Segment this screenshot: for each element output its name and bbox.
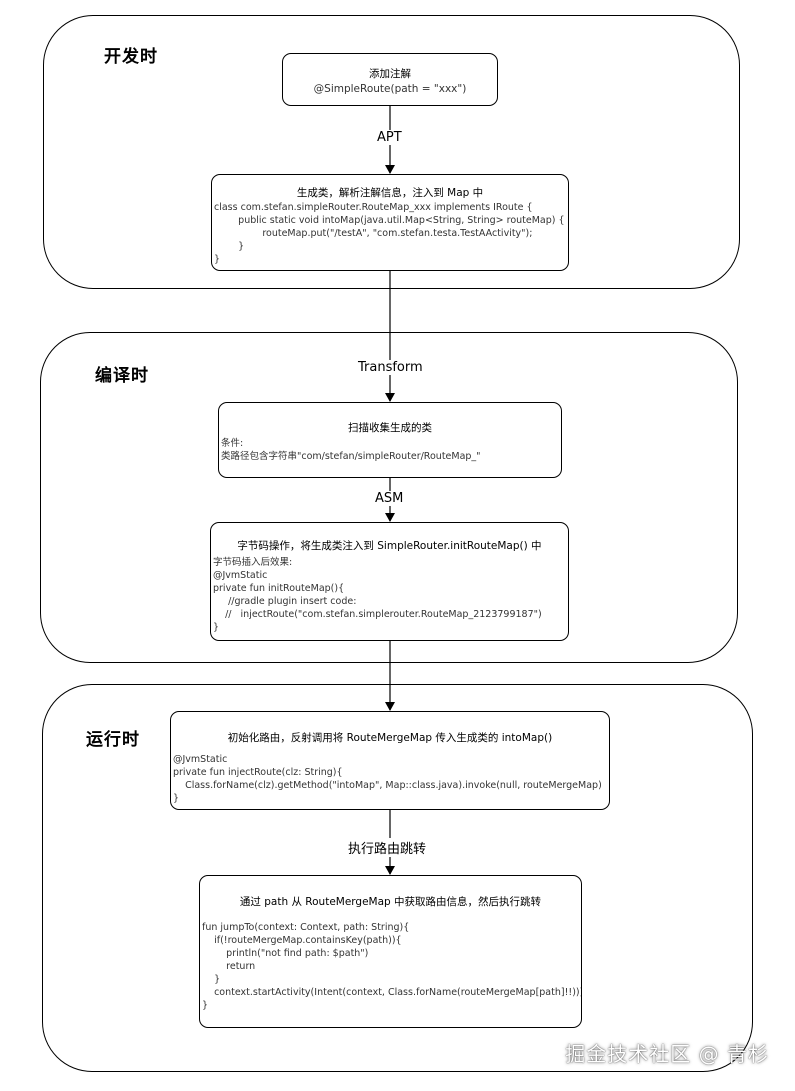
watermark: 掘金技术社区 @ 青杉 xyxy=(565,1042,769,1066)
box-generate: 生成类，解析注解信息，注入到 Map 中 class com.stefan.si… xyxy=(211,174,569,271)
box-scan-title: 扫描收集生成的类 xyxy=(348,422,432,434)
box-jump-code: fun jumpTo(context: Context, path: Strin… xyxy=(202,922,582,1011)
box-bytecode-code: 字节码插入后效果: @JvmStatic private fun initRou… xyxy=(213,557,542,633)
label-asm: ASM xyxy=(373,491,406,506)
box-init: 初始化路由，反射调用将 RouteMergeMap 传入生成类的 intoMap… xyxy=(170,711,610,810)
label-transform: Transform xyxy=(356,360,425,375)
box-bytecode: 字节码操作，将生成类注入到 SimpleRouter.initRouteMap(… xyxy=(210,522,569,641)
box-annotate-sub: @SimpleRoute(path = "xxx") xyxy=(313,83,467,95)
phase-compile-title: 编译时 xyxy=(95,366,149,386)
phase-runtime-title: 运行时 xyxy=(86,730,140,750)
box-init-title: 初始化路由，反射调用将 RouteMergeMap 传入生成类的 intoMap… xyxy=(227,732,553,744)
phase-compile: 编译时 xyxy=(40,332,738,663)
box-jump: 通过 path 从 RouteMergeMap 中获取路由信息，然后执行跳转 f… xyxy=(199,875,582,1028)
box-scan-code: 条件: 类路径包含字符串"com/stefan/simpleRouter/Rou… xyxy=(221,438,481,462)
label-jump: 执行路由跳转 xyxy=(346,838,429,857)
label-apt: APT xyxy=(375,130,404,145)
box-generate-code: class com.stefan.simpleRouter.RouteMap_x… xyxy=(214,202,565,265)
phase-runtime: 运行时 xyxy=(42,684,753,1072)
box-init-code: @JvmStatic private fun injectRoute(clz: … xyxy=(173,754,602,804)
box-jump-title: 通过 path 从 RouteMergeMap 中获取路由信息，然后执行跳转 xyxy=(239,896,542,908)
box-generate-title: 生成类，解析注解信息，注入到 Map 中 xyxy=(296,187,484,199)
phase-dev-title: 开发时 xyxy=(104,47,158,67)
box-annotate-title: 添加注解 xyxy=(369,68,411,80)
phase-dev: 开发时 xyxy=(43,15,740,289)
box-bytecode-title: 字节码操作，将生成类注入到 SimpleRouter.initRouteMap(… xyxy=(237,540,542,552)
box-annotate: 添加注解 @SimpleRoute(path = "xxx") xyxy=(282,53,498,106)
box-scan: 扫描收集生成的类 条件: 类路径包含字符串"com/stefan/simpleR… xyxy=(218,402,562,478)
